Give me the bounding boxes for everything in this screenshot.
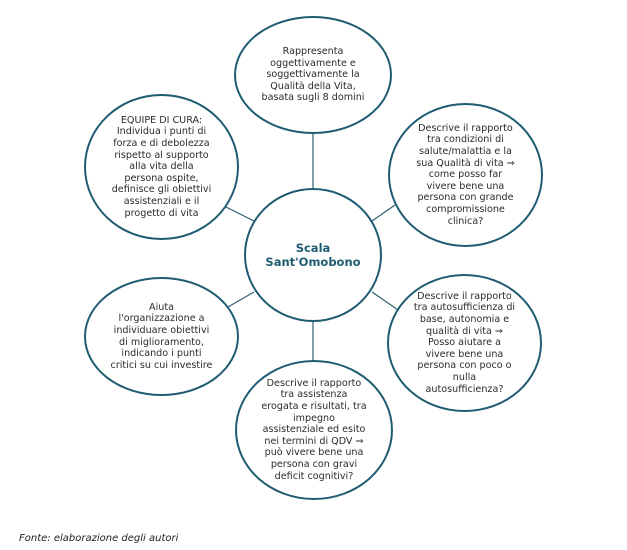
node-bottom: Descrive il rapporto tra assistenza erog…: [235, 360, 393, 500]
connector-bottom-left: [227, 291, 255, 308]
center-label: Scala Sant'Omobono: [265, 241, 361, 269]
node-top-text: Rappresenta oggettivamente e soggettivam…: [261, 46, 365, 104]
node-bottom-right: Descrive il rapporto tra autosufficienza…: [387, 274, 542, 412]
node-top-left-text: EQUIPE DI CURA: Individua i punti di for…: [111, 114, 212, 219]
node-top-right: Descrive il rapporto tra condizioni di s…: [388, 103, 543, 247]
node-bottom-left: Aiuta l'organizzazione a individuare obi…: [84, 277, 239, 396]
node-bottom-right-text: Descrive il rapporto tra autosufficienza…: [413, 290, 516, 395]
connector-top-right: [371, 204, 396, 222]
connector-top-left: [225, 206, 255, 222]
node-top-left: EQUIPE DI CURA: Individua i punti di for…: [84, 94, 239, 240]
center-node: Scala Sant'Omobono: [244, 188, 382, 322]
node-top-right-text: Descrive il rapporto tra condizioni di s…: [416, 122, 515, 227]
node-top: Rappresenta oggettivamente e soggettivam…: [234, 16, 392, 134]
node-bottom-text: Descrive il rapporto tra assistenza erog…: [261, 377, 367, 482]
node-bottom-left-text: Aiuta l'organizzazione a individuare obi…: [110, 301, 213, 371]
source-caption: Fonte: elaborazione degli autori: [19, 533, 179, 544]
